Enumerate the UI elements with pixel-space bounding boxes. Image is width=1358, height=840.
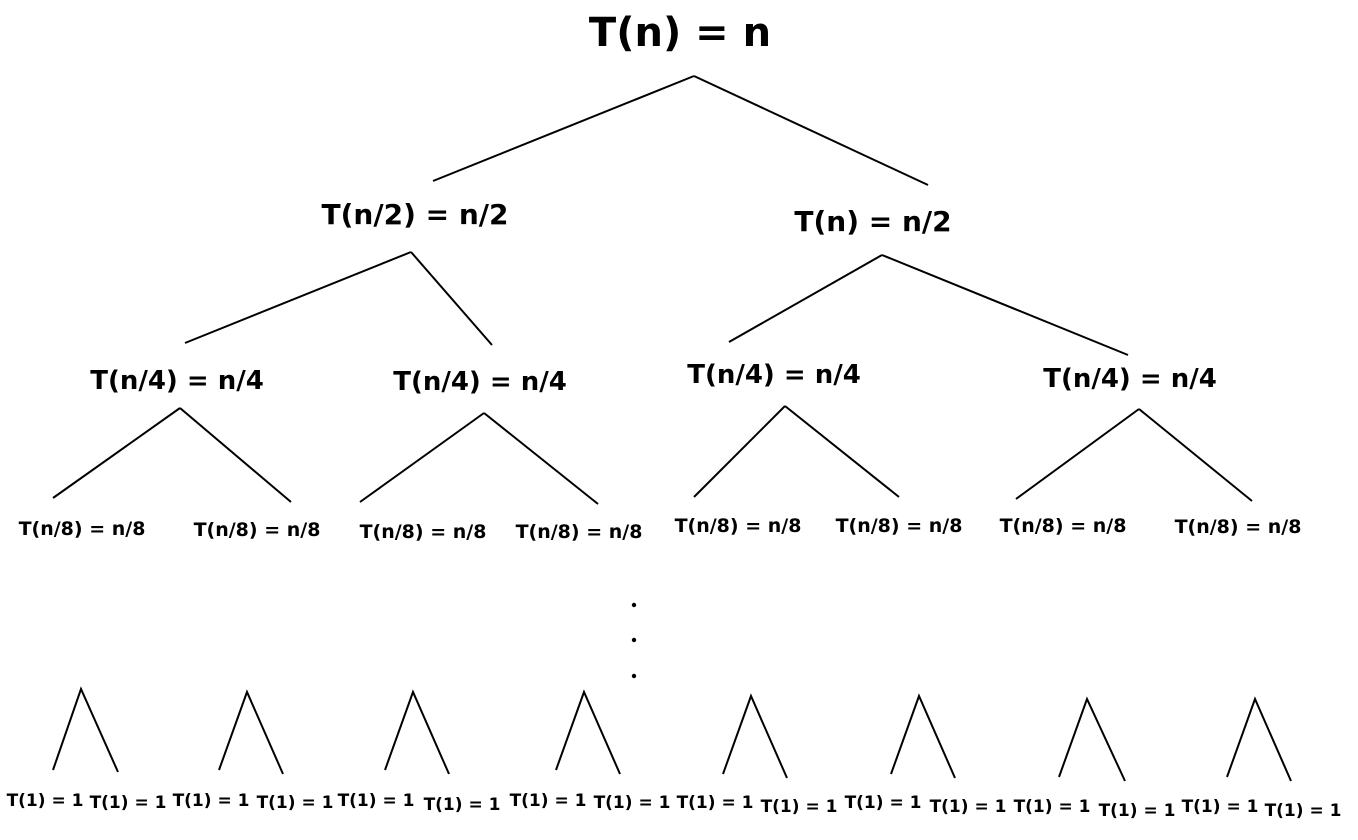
leaf-node: T(1) = 1 <box>424 795 501 815</box>
edges-root <box>432 75 929 186</box>
level2-node: T(n/4) = n/4 <box>90 366 264 396</box>
ellipsis-dot <box>631 637 637 643</box>
edge <box>179 407 292 503</box>
edge <box>693 75 929 186</box>
level1-node: T(n) = n/2 <box>794 205 951 238</box>
edges-leaves <box>52 686 1292 782</box>
leaf-node: T(1) = 1 <box>510 791 587 811</box>
leaf-edge <box>722 693 788 779</box>
edge <box>483 412 599 505</box>
level3-node: T(n/8) = n/8 <box>1000 515 1127 537</box>
edge <box>432 75 695 182</box>
level2-node: T(n/4) = n/4 <box>687 360 861 390</box>
ellipsis-dot <box>631 602 637 608</box>
ellipsis <box>631 602 637 679</box>
leaf-edge <box>555 689 621 775</box>
leaf-node: T(1) = 1 <box>1099 801 1176 821</box>
leaf-node: T(1) = 1 <box>1265 801 1342 821</box>
level2-node: T(n/4) = n/4 <box>393 367 567 397</box>
leaf-node: T(1) = 1 <box>1014 797 1091 817</box>
leaf-node: T(1) = 1 <box>173 791 250 811</box>
leaf-node: T(1) = 1 <box>338 791 415 811</box>
root-node: T(n) = n <box>589 10 771 56</box>
ellipsis-dot <box>631 673 637 679</box>
leaf-node: T(1) = 1 <box>930 797 1007 817</box>
level3-node: T(n/8) = n/8 <box>516 521 643 543</box>
leaf-edge <box>1058 696 1126 782</box>
level3-node: T(n/8) = n/8 <box>360 521 487 543</box>
leaf-node: T(1) = 1 <box>90 793 167 813</box>
leaf-edge <box>52 686 119 773</box>
leaf-node: T(1) = 1 <box>845 793 922 813</box>
leaf-edge <box>890 693 956 779</box>
level3-node: T(n/8) = n/8 <box>836 515 963 537</box>
level3-node: T(n/8) = n/8 <box>675 515 802 537</box>
level1-node: T(n/2) = n/2 <box>322 198 509 231</box>
edges-level2 <box>52 405 1253 505</box>
edge <box>728 254 883 343</box>
edges-level1 <box>184 251 1129 356</box>
edge <box>410 251 493 346</box>
edge <box>52 407 181 499</box>
leaf-edge <box>384 689 450 775</box>
leaf-node: T(1) = 1 <box>677 793 754 813</box>
leaf-edge <box>1226 696 1292 782</box>
edge <box>1138 408 1253 502</box>
level3-node: T(n/8) = n/8 <box>19 518 146 540</box>
edge <box>881 254 1129 356</box>
level3-node: T(n/8) = n/8 <box>194 519 321 541</box>
leaf-node: T(1) = 1 <box>594 793 671 813</box>
leaf-node: T(1) = 1 <box>761 797 838 817</box>
edge <box>184 251 412 344</box>
edge <box>1015 408 1140 500</box>
leaf-node: T(1) = 1 <box>257 793 334 813</box>
leaf-node: T(1) = 1 <box>1182 797 1259 817</box>
level2-node: T(n/4) = n/4 <box>1043 364 1217 394</box>
edge <box>784 405 900 498</box>
leaf-edge <box>218 689 284 775</box>
edge <box>359 412 485 503</box>
edge <box>693 405 786 498</box>
leaf-labels: T(1) = 1 T(1) = 1 T(1) = 1 T(1) = 1 T(1)… <box>7 791 1342 821</box>
leaf-node: T(1) = 1 <box>7 791 84 811</box>
level3-node: T(n/8) = n/8 <box>1175 516 1302 538</box>
